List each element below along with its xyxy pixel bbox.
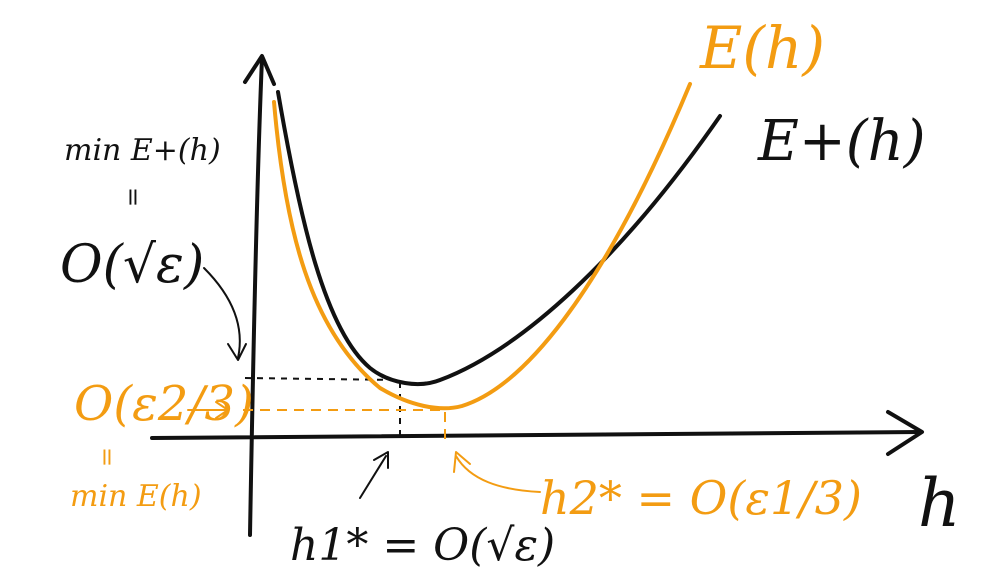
curves	[272, 82, 722, 411]
min-e-plus-guide	[244, 377, 401, 381]
e-curve	[272, 82, 692, 411]
arrow-to-min-e	[187, 401, 229, 419]
x-axis-arrowhead	[886, 410, 924, 456]
arrow-to-h2-star	[453, 451, 541, 493]
axes	[150, 54, 924, 537]
order-sqrt-eps-label: O(√ε)	[60, 235, 204, 295]
x-axis-label: h	[918, 465, 961, 542]
curve-e-plus-label: E+(h)	[757, 109, 926, 174]
y-axis	[248, 56, 264, 537]
equals-orange: =	[93, 447, 121, 467]
y-axis-arrowhead	[243, 54, 276, 86]
arrow-to-min-e-plus	[203, 267, 247, 361]
h1-star-label: h1* = O(√ε)	[290, 520, 555, 571]
h2-star-label: h2* = O(ε1/3)	[540, 471, 862, 525]
min-e-plus-label: min E+(h)	[64, 133, 221, 168]
x-axis	[150, 430, 922, 440]
order-eps-23-label: O(ε2/3)	[74, 376, 254, 432]
curve-e-label: E(h)	[699, 14, 825, 82]
arrow-to-h1-star	[359, 451, 389, 499]
guide-lines	[243, 377, 446, 442]
min-e-label: min E(h)	[70, 479, 202, 514]
equals-black: =	[119, 187, 147, 207]
e-plus-curve	[276, 90, 722, 386]
